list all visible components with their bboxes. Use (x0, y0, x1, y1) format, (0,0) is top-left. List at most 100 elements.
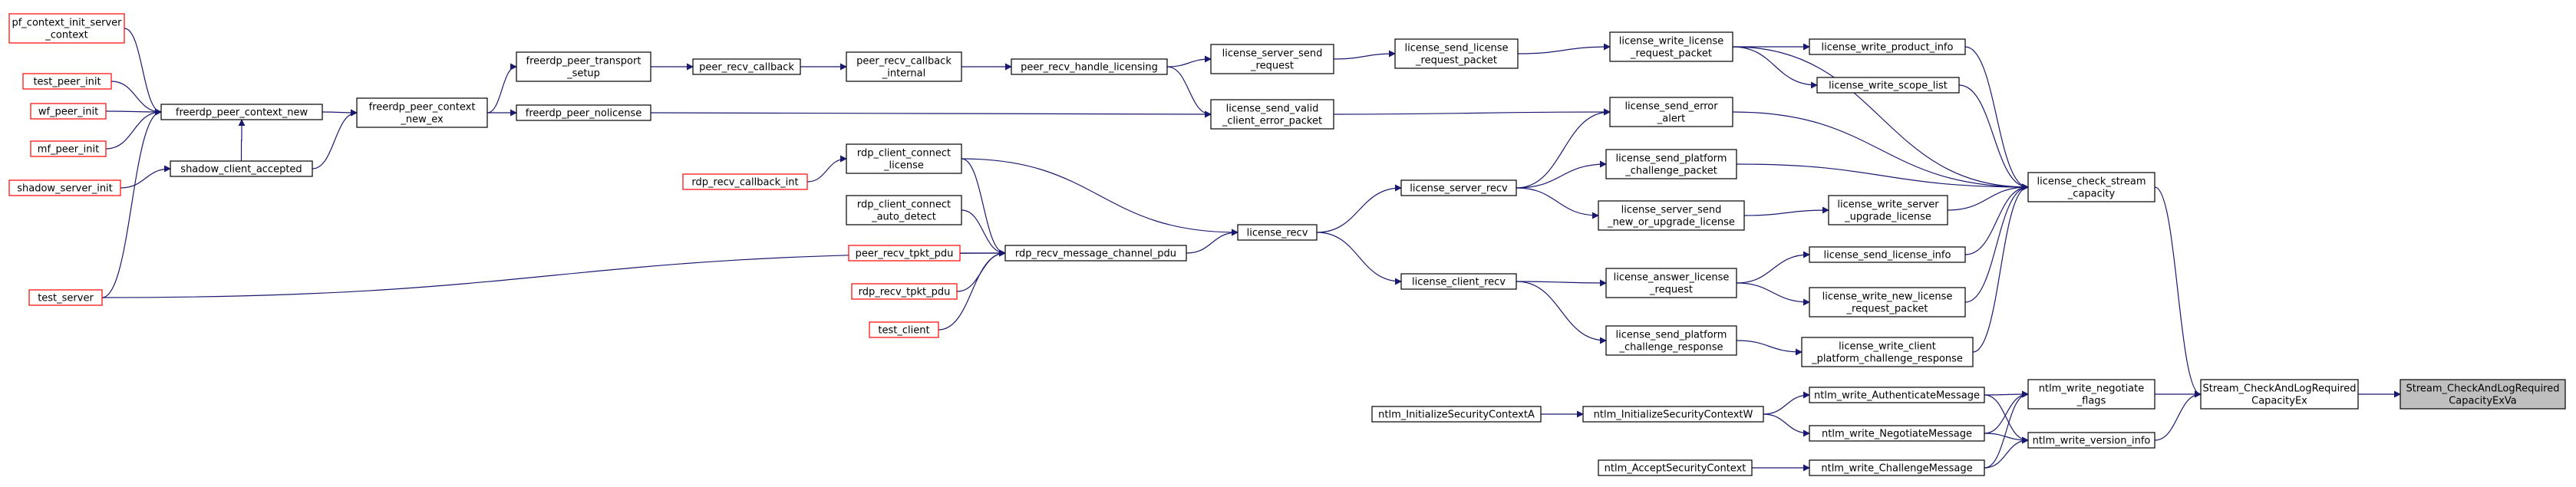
node-license-send-error-alert[interactable]: license_send_error_alert (1609, 97, 1733, 127)
function-nodes: pf_context_init_server_context test_peer_… (8, 13, 2566, 476)
call-edges (101, 28, 2401, 472)
node-peer-recv-callback[interactable]: peer_recv_callback (692, 58, 801, 75)
node-peer-ctx-new-ex[interactable]: freerdp_peer_context_new_ex (356, 97, 488, 128)
node-test-client[interactable]: test_client (869, 321, 939, 338)
node-test-peer-init[interactable]: test_peer_init (22, 73, 112, 90)
edge-license_send_license_info-to-license_check_stream_capacity (1964, 183, 2029, 255)
node-label: license_server_send (1222, 48, 1323, 60)
edge-license_recv-to-license_server_recv (1316, 184, 1402, 233)
node-license-check-stream-capacity[interactable]: license_check_stream_capacity (2027, 172, 2155, 202)
node-box (516, 51, 651, 82)
node-license-write-license-request-packet[interactable]: license_write_license_request_packet (1609, 31, 1733, 62)
node-ntlm-AcceptSecurityContext[interactable]: ntlm_AcceptSecurityContext (1598, 459, 1753, 476)
node-license-recv[interactable]: license_recv (1237, 224, 1318, 241)
node-box (1809, 38, 1966, 55)
edge-peer_recv_handle_licensing-to-license_send_valid_client_error_packet (1166, 66, 1212, 118)
node-box (846, 51, 962, 82)
edge-license_server_recv-to-license_server_send_new_or_upgrade_license (1516, 187, 1599, 219)
node-box (8, 179, 121, 196)
node-label: license_write_product_info (1822, 42, 1954, 54)
node-license-send-license-request-packet[interactable]: license_send_license_request_packet (1394, 38, 1519, 69)
node-rdp-recv-tpkt-pdu[interactable]: rdp_recv_tpkt_pdu (851, 283, 958, 300)
node-mf-peer-init[interactable]: mf_peer_init (30, 140, 107, 157)
node-label: license_send_platform (1616, 330, 1727, 341)
node-peer-recv-callback-internal[interactable]: peer_recv_callback_internal (846, 51, 962, 82)
node-shadow-server-init[interactable]: shadow_server_init (8, 179, 121, 196)
node-ntlm-InitializeSecurityContextW[interactable]: ntlm_InitializeSecurityContextW (1582, 406, 1764, 423)
node-license-answer-license-request[interactable]: license_answer_license_request (1605, 268, 1737, 298)
node-label: peer_recv_handle_licensing (1021, 62, 1158, 74)
node-license-server-send-request[interactable]: license_server_send_request (1210, 44, 1334, 74)
edge-shadow_client_accepted-to-peer_ctx_new_ex (312, 109, 358, 169)
node-box (1809, 459, 1985, 476)
node-license-client-recv[interactable]: license_client_recv (1400, 273, 1517, 290)
node-label: Stream_CheckAndLogRequired (2203, 383, 2357, 395)
edge-license_check_stream_capacity-to-stream_check_required_capacity_ex (2154, 186, 2202, 398)
node-rdp-client-connect-license[interactable]: rdp_client_connect_license (846, 143, 962, 174)
edge-license_server_recv-to-license_send_platform_challenge_packet (1516, 160, 1607, 189)
node-label: _platform_challenge_response (1811, 354, 1963, 365)
node-wf-peer-init[interactable]: wf_peer_init (30, 103, 107, 120)
node-box (2027, 432, 2155, 449)
node-rdp-client-connect-auto-detect[interactable]: rdp_client_connect_auto_detect (846, 195, 962, 225)
node-label: license_server_recv (1410, 183, 1508, 195)
node-box (1237, 224, 1318, 241)
node-label: rdp_recv_tpkt_pdu (859, 287, 951, 298)
node-license-write-new-license-request-packet[interactable]: license_write_new_license_request_packet (1809, 287, 1966, 318)
edge-ntlm_write_AuthenticateMessage-to-ntlm_write_negotiate_flags (1984, 390, 2029, 398)
node-license-send-platform-challenge-response[interactable]: license_send_platform_challenge_response (1605, 325, 1737, 356)
node-label: ntlm_InitializeSecurityContextW (1594, 410, 1753, 421)
node-ntlm-write-AuthenticateMessage[interactable]: ntlm_write_AuthenticateMessage (1809, 387, 1985, 403)
node-box (848, 245, 961, 262)
edge-rdp_recv_callback_int-to-rdp_client_connect_license (806, 155, 847, 183)
node-license-server-recv[interactable]: license_server_recv (1400, 179, 1517, 196)
node-ntlm-write-version-info[interactable]: ntlm_write_version_info (2027, 432, 2155, 449)
node-license-send-valid-client-error-packet[interactable]: license_send_valid_client_error_packet (1210, 99, 1334, 130)
node-shadow-client-accepted[interactable]: shadow_client_accepted (170, 160, 313, 177)
node-peer-recv-tpkt-pdu[interactable]: peer_recv_tpkt_pdu (848, 245, 961, 262)
node-rdp-recv-callback-int[interactable]: rdp_recv_callback_int (682, 173, 808, 190)
node-peer-ctx-new[interactable]: freerdp_peer_context_new (160, 104, 323, 120)
node-label: _request_packet (1630, 48, 1712, 60)
node-label: _challenge_packet (1624, 166, 1717, 177)
node-ntlm-write-negotiate-flags[interactable]: ntlm_write_negotiate_flags (2027, 379, 2155, 410)
edge-license_send_error_alert-to-license_check_stream_capacity (1732, 111, 2029, 191)
node-peer-transport-setup[interactable]: freerdp_peer_transport_setup (516, 51, 651, 82)
node-license-server-send-new-or-upgrade-license[interactable]: license_server_send_new_or_upgrade_licen… (1598, 200, 1745, 231)
node-box (170, 160, 313, 177)
node-ntlm-write-NegotiateMessage[interactable]: ntlm_write_NegotiateMessage (1809, 425, 1985, 442)
edge-peer_nolicense-to-license_send_valid_client_error_packet (650, 110, 1212, 118)
node-license-write-scope-list[interactable]: license_write_scope_list (1816, 77, 1960, 94)
node-test-server[interactable]: test_server (28, 289, 103, 306)
edge-test_server-to-rdp_recv_message_channel_pdu (101, 249, 1006, 298)
node-label: CapacityEx (2251, 396, 2307, 407)
node-rdp-recv-message-channel-pdu[interactable]: rdp_recv_message_channel_pdu (1004, 245, 1187, 262)
node-license-send-license-info[interactable]: license_send_license_info (1809, 246, 1966, 263)
edge-license_write_server_upgrade_license-to-license_check_stream_capacity (1947, 183, 2029, 211)
node-license-write-client-platform-challenge-response[interactable]: license_write_client_platform_challenge_… (1801, 337, 1974, 367)
edge-ntlm_write_ChallengeMessage-to-ntlm_write_version_info (1984, 436, 2029, 469)
node-box (1605, 325, 1737, 356)
edge-ntlm_write_NegotiateMessage-to-ntlm_write_version_info (1984, 433, 2029, 444)
edge-test_server-to-peer_ctx_new (101, 108, 162, 298)
node-peer-nolicense[interactable]: freerdp_peer_nolicense (516, 104, 651, 121)
node-ntlm-InitializeSecurityContextA[interactable]: ntlm_InitializeSecurityContextA (1371, 406, 1542, 423)
edge-license_client_recv-to-license_answer_license_request (1516, 279, 1607, 287)
node-label: peer_recv_callback (856, 56, 952, 67)
edge-peer_recv_handle_licensing-to-license_server_send_request (1166, 55, 1212, 67)
node-license-write-product-info[interactable]: license_write_product_info (1809, 38, 1966, 55)
node-ntlm-write-ChallengeMessage[interactable]: ntlm_write_ChallengeMessage (1809, 459, 1985, 476)
node-license-write-server-upgrade-license[interactable]: license_write_server_upgrade_license (1828, 195, 1948, 225)
edge-rdp_client_connect_license-to-license_recv (961, 158, 1239, 236)
node-peer-recv-handle-licensing[interactable]: peer_recv_handle_licensing (1011, 58, 1168, 75)
node-license-send-platform-challenge-packet[interactable]: license_send_platform_challenge_packet (1605, 149, 1737, 179)
node-label: _request (1250, 61, 1294, 72)
edge-license_send_license_request_packet-to-license_write_license_request_packet (1517, 43, 1611, 54)
node-label: license_write_server (1837, 199, 1939, 211)
node-label: license_recv (1247, 228, 1308, 239)
edge-mf_peer_init-to-peer_ctx_new (105, 108, 162, 150)
node-pf-ctx[interactable]: pf_context_init_server_context (8, 13, 125, 44)
node-label: ntlm_write_NegotiateMessage (1822, 429, 1972, 440)
